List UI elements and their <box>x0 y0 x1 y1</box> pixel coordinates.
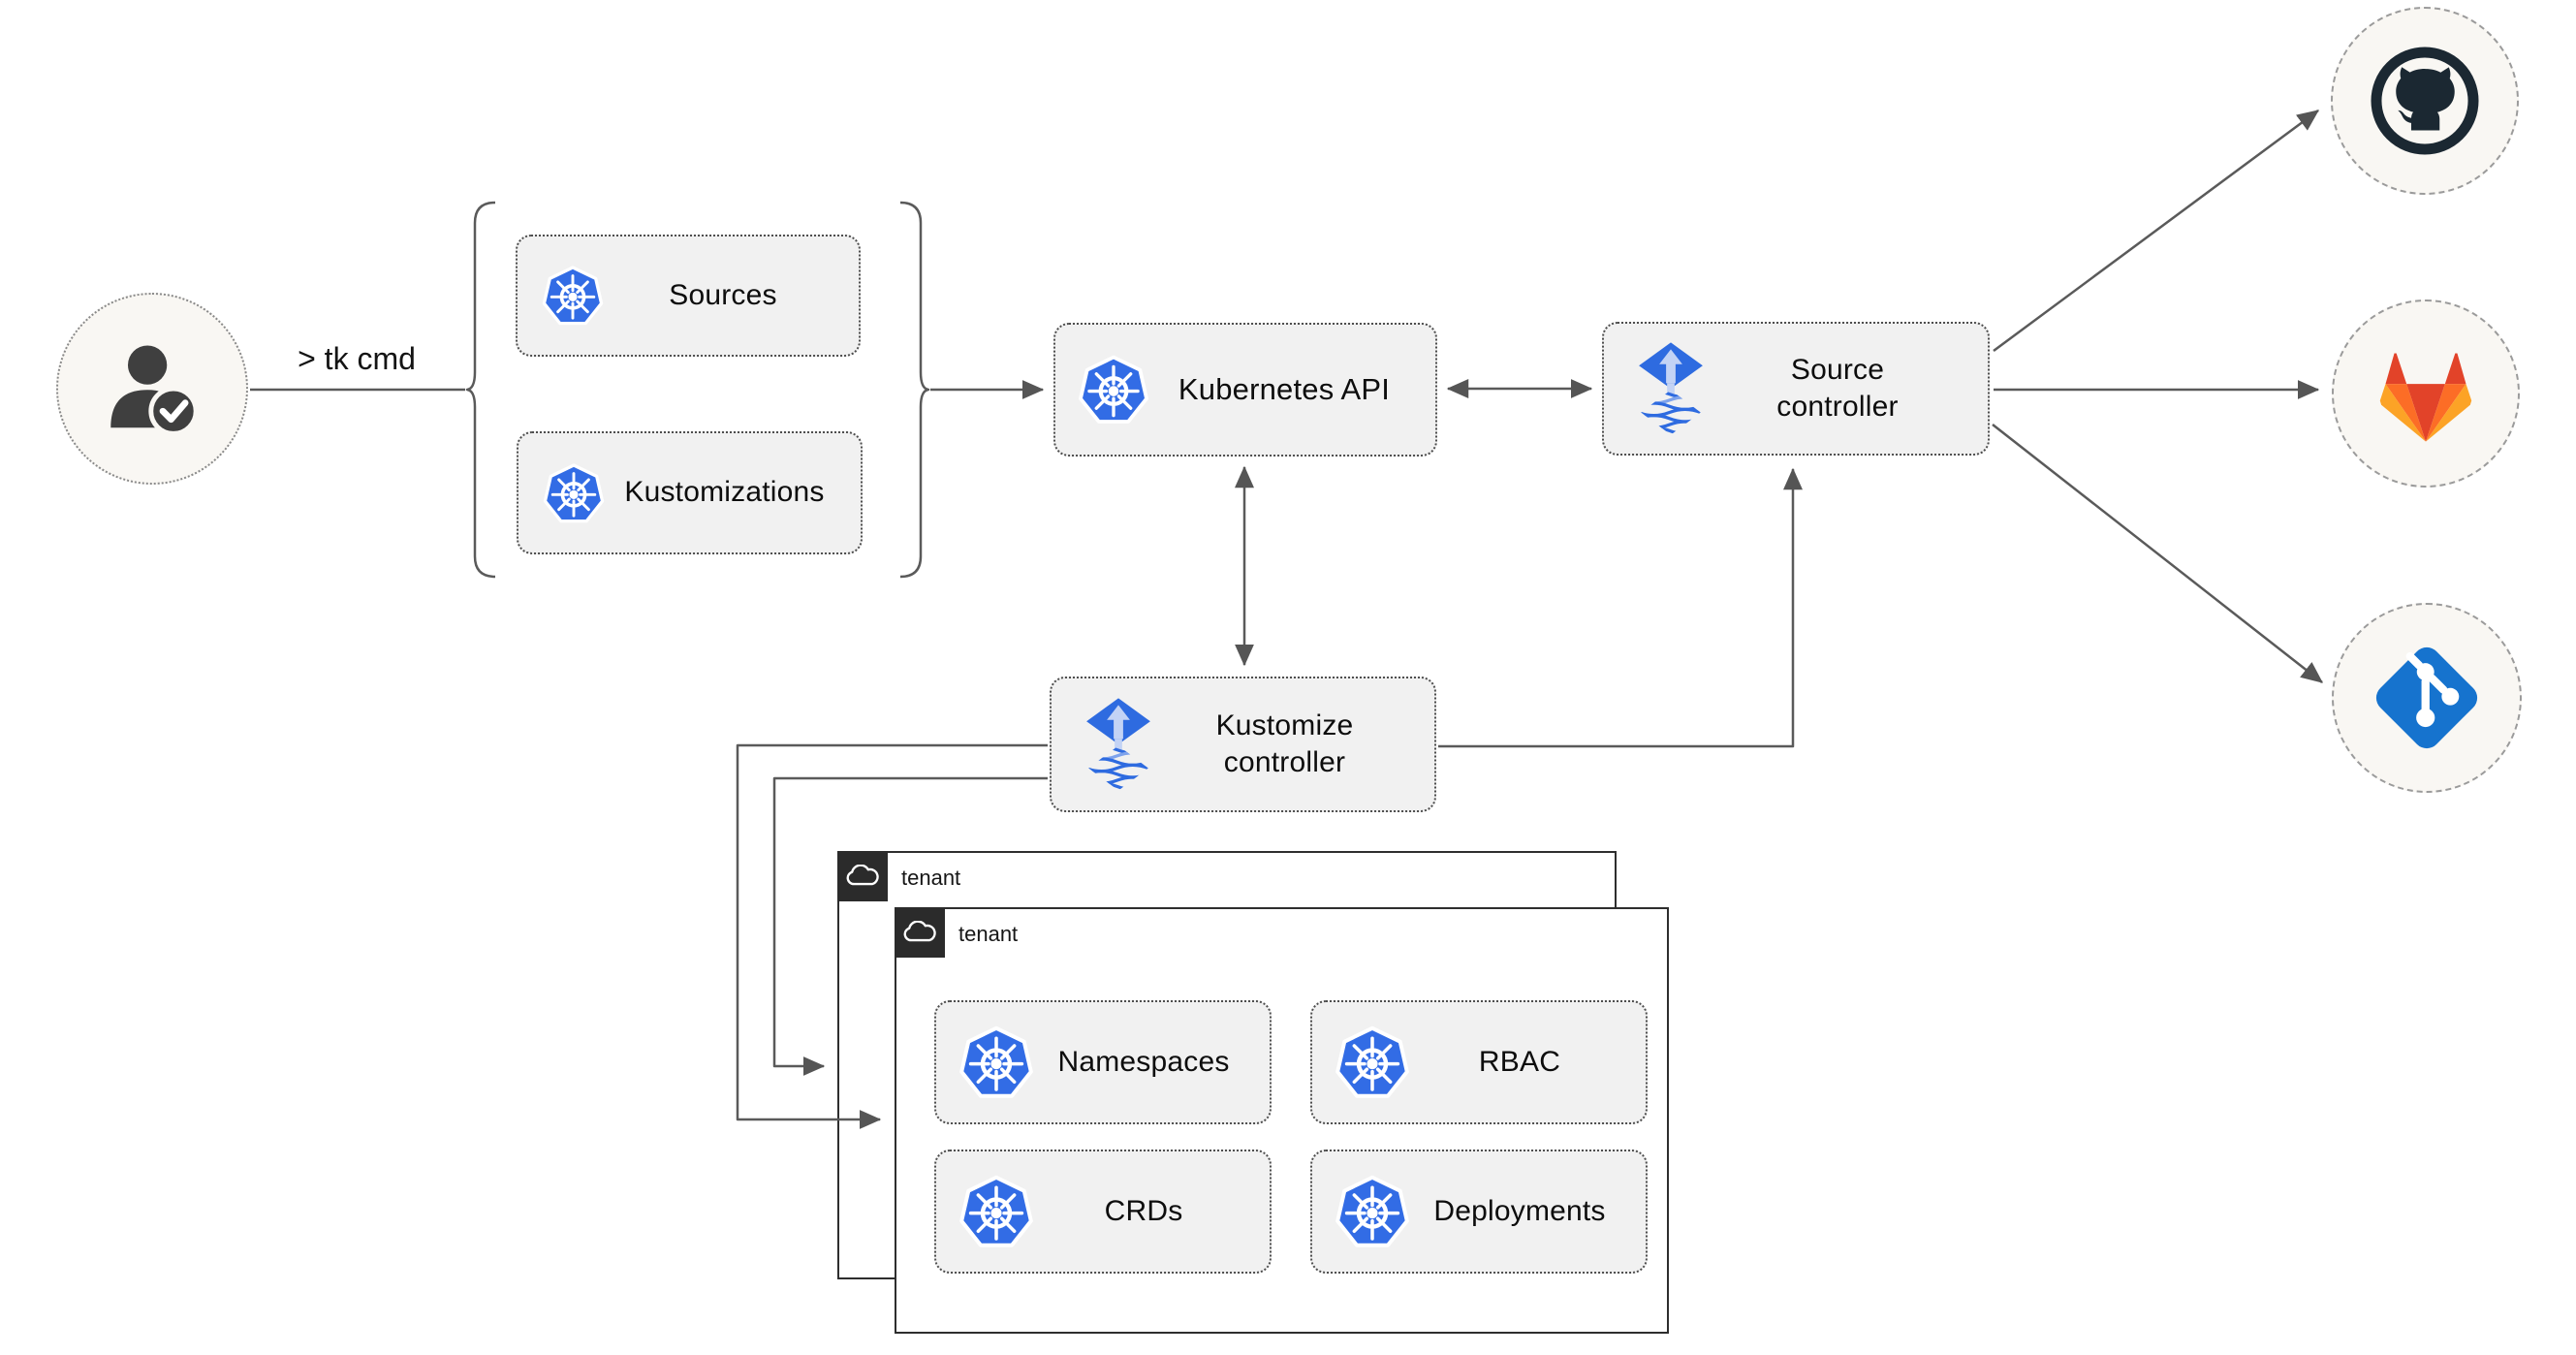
tenant-tab <box>894 906 945 958</box>
node-crds: CRDs <box>934 1150 1272 1274</box>
kubernetes-icon <box>518 461 606 525</box>
node-source-controller: Source controller <box>1602 322 1990 456</box>
edge-kustomize-to-source <box>1438 467 1803 748</box>
node-deployments-label: Deployments <box>1433 1194 1606 1227</box>
node-kustomize-controller-label: Kustomize controller <box>1215 709 1354 778</box>
node-namespaces: Namespaces <box>934 1000 1272 1124</box>
brace-left <box>465 201 496 579</box>
kubernetes-icon <box>1312 1024 1411 1101</box>
kubernetes-icon <box>1055 353 1150 426</box>
kubernetes-icon <box>518 264 605 328</box>
node-namespaces-label: Namespaces <box>1057 1045 1230 1078</box>
node-crds-label: CRDs <box>1104 1194 1183 1227</box>
node-kustomize-controller: Kustomize controller <box>1050 677 1436 812</box>
node-source-controller-label: Source controller <box>1776 353 1899 423</box>
node-rbac-label: RBAC <box>1478 1045 1561 1078</box>
tenant-label: tenant <box>901 866 961 890</box>
kubernetes-icon <box>936 1173 1035 1250</box>
github-icon <box>2366 42 2484 160</box>
kubernetes-icon <box>936 1024 1035 1101</box>
endpoint-git <box>2332 603 2522 793</box>
node-sources-label: Sources <box>669 278 777 311</box>
tenant-tab <box>836 850 888 901</box>
user-avatar <box>56 293 248 485</box>
flux-icon <box>1604 341 1705 436</box>
gitlab-icon <box>2366 338 2486 449</box>
node-deployments: Deployments <box>1310 1150 1648 1274</box>
flux-icon <box>1052 697 1152 792</box>
edge-source-to-github <box>1993 109 2320 353</box>
node-kustomizations: Kustomizations <box>517 431 863 554</box>
cloud-icon <box>845 865 880 888</box>
endpoint-github <box>2331 7 2519 195</box>
git-icon <box>2365 636 2489 760</box>
tenant-label: tenant <box>958 922 1019 946</box>
cloud-icon <box>902 921 937 944</box>
node-kubernetes-api-label: Kubernetes API <box>1178 372 1391 407</box>
edge-source-to-git <box>1992 424 2323 683</box>
node-kustomizations-label: Kustomizations <box>624 476 825 509</box>
user-check-icon <box>93 330 211 448</box>
kubernetes-icon <box>1312 1173 1411 1250</box>
node-kubernetes-api: Kubernetes API <box>1053 323 1437 457</box>
node-sources: Sources <box>516 235 861 357</box>
endpoint-gitlab <box>2332 299 2520 488</box>
node-rbac: RBAC <box>1310 1000 1648 1124</box>
cli-command-label: > tk cmd <box>298 341 416 376</box>
tenant-container-front: tenant Namespaces RBAC CRDs Deployments <box>894 906 1669 1334</box>
brace-right <box>899 201 930 579</box>
